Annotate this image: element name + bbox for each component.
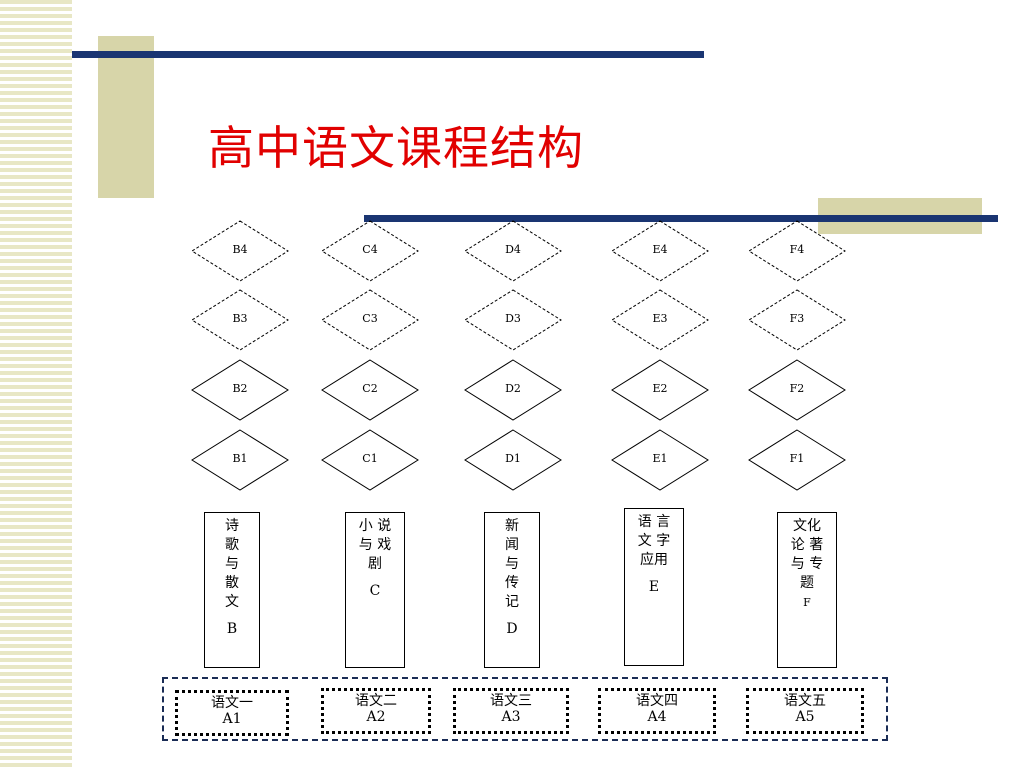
module-box-line: 与 专: [790, 556, 824, 572]
module-box-line: 散: [225, 575, 239, 591]
striped-margin-decoration: [0, 0, 72, 768]
diamond-b2: [191, 359, 289, 421]
module-box-line: 文化: [793, 518, 821, 534]
diamond-label-e3: E3: [652, 312, 668, 325]
diamond-d3: [464, 289, 562, 351]
required-course-code: A2: [366, 709, 386, 725]
diamond-c1: [321, 429, 419, 491]
diamond-e4: [611, 220, 709, 282]
diamond-c3: [321, 289, 419, 351]
page-title: 高中语文课程结构: [208, 121, 584, 175]
module-box-code: C: [369, 583, 381, 599]
diamond-label-b3: B3: [232, 312, 248, 325]
module-box-code: F: [803, 596, 811, 609]
diamond-label-b4: B4: [232, 243, 248, 256]
diamond-label-d3: D3: [505, 312, 521, 325]
required-courses-frame: [162, 677, 888, 741]
diamond-f1: [748, 429, 846, 491]
required-course-name: 语文三: [490, 693, 532, 709]
module-box-line: 小 说: [358, 518, 392, 534]
module-box-line: 文 字: [637, 533, 671, 549]
required-course-name: 语文二: [355, 693, 397, 709]
diamond-b1: [191, 429, 289, 491]
title-rule-bottom: [364, 215, 998, 222]
diamond-label-d1: D1: [505, 452, 521, 465]
diamond-c2: [321, 359, 419, 421]
diamond-label-f1: F1: [789, 452, 805, 465]
required-course-code: A3: [501, 709, 521, 725]
module-box-line: 剧: [368, 556, 382, 572]
module-box-line: 与: [505, 556, 519, 572]
diamond-label-d2: D2: [505, 382, 521, 395]
diamond-label-f4: F4: [789, 243, 805, 256]
diamond-d1: [464, 429, 562, 491]
module-box-line: 记: [505, 594, 519, 610]
diamond-label-f2: F2: [789, 382, 805, 395]
module-box-code: D: [506, 621, 518, 637]
module-box-line: 闻: [505, 537, 519, 553]
module-box-line: 与 戏: [358, 537, 392, 553]
required-course-name: 语文五: [784, 693, 826, 709]
module-box-line: 歌: [225, 537, 239, 553]
module-box-line: 传: [505, 575, 519, 591]
diamond-f2: [748, 359, 846, 421]
diamond-c4: [321, 220, 419, 282]
accent-block-left: [98, 36, 154, 198]
required-course-code: A5: [795, 709, 815, 725]
title-rule-top: [72, 51, 704, 58]
required-course-code: A4: [647, 709, 667, 725]
module-box-line: 诗: [225, 518, 239, 534]
diamond-label-c4: C4: [362, 243, 378, 256]
diamond-b4: [191, 220, 289, 282]
diamond-f4: [748, 220, 846, 282]
module-box-line: 与: [225, 556, 239, 572]
diamond-label-e1: E1: [652, 452, 668, 465]
diamond-label-d4: D4: [505, 243, 521, 256]
diamond-label-c3: C3: [362, 312, 378, 325]
module-box-line: 题: [800, 575, 814, 591]
diamond-label-e2: E2: [652, 382, 668, 395]
module-box-code: E: [648, 579, 660, 595]
diamond-d2: [464, 359, 562, 421]
required-course-name: 语文四: [636, 693, 678, 709]
diamond-label-f3: F3: [789, 312, 805, 325]
required-course-code: A1: [222, 711, 242, 727]
diamond-e1: [611, 429, 709, 491]
diamond-label-c2: C2: [362, 382, 378, 395]
module-box-line: 应用: [640, 552, 668, 568]
diamond-d4: [464, 220, 562, 282]
diamond-label-b2: B2: [232, 382, 248, 395]
diamond-f3: [748, 289, 846, 351]
diamond-label-c1: C1: [362, 452, 378, 465]
module-box-line: 新: [505, 518, 519, 534]
module-box-line: 文: [225, 594, 239, 610]
diamond-e2: [611, 359, 709, 421]
module-box-code: B: [226, 621, 238, 637]
diamond-label-b1: B1: [232, 452, 248, 465]
diamond-b3: [191, 289, 289, 351]
required-course-name: 语文一: [211, 695, 253, 711]
module-box-e: 语 言文 字应用 E: [624, 508, 684, 666]
module-box-line: 语 言: [637, 514, 671, 530]
diamond-label-e4: E4: [652, 243, 668, 256]
diamond-e3: [611, 289, 709, 351]
module-box-line: 论 著: [790, 537, 824, 553]
